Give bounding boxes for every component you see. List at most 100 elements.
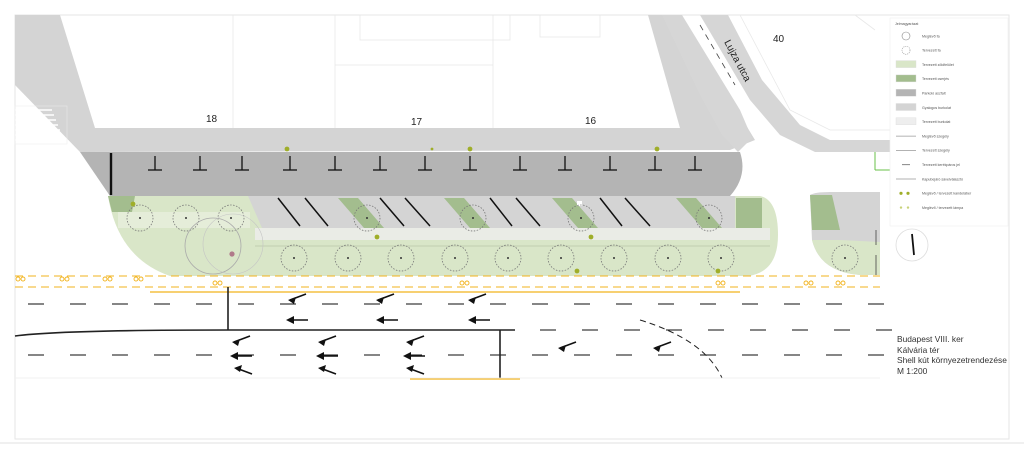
planned-tree-trunk [139, 217, 141, 219]
planned-tree-crown [217, 204, 245, 232]
legend-item-label: Tervezett szegély [922, 149, 950, 153]
lane-arrow-head [318, 339, 326, 346]
legend-swatch-dot [906, 191, 910, 195]
lane-arrow-head [234, 365, 242, 372]
title-line-scale: M 1:200 [897, 365, 928, 376]
title-line-square: Kálvária tér [897, 344, 940, 355]
lamp-dot [574, 268, 580, 274]
trees [126, 204, 735, 272]
lamp-dot [130, 201, 136, 207]
lujza-utca-right-sidewalk [700, 15, 890, 152]
legend-item-label: Meglévő / tervezett lámpa [922, 206, 963, 210]
parking-bay-line [277, 197, 301, 227]
lane-arrow-head [558, 345, 566, 352]
right-crosswalk [876, 282, 890, 304]
parking-bay-line [515, 197, 541, 227]
legend-swatch-tree [901, 45, 911, 55]
planned-tree-crown [126, 204, 154, 232]
legend-swatch [895, 60, 917, 68]
planned-tree-crown [600, 244, 628, 272]
lamp-dot [715, 268, 721, 274]
north-arrow-needle [911, 233, 915, 256]
planned-tree-trunk [472, 217, 474, 219]
legend-item-label: Tervezett cserjés [922, 77, 949, 81]
legend-swatch-dot [899, 206, 903, 209]
bike-symbol-wheel [840, 280, 846, 286]
planned-tree-trunk [454, 257, 456, 259]
planned-tree-trunk [708, 217, 710, 219]
planned-tree-trunk [507, 257, 509, 259]
planned-tree-trunk [366, 217, 368, 219]
plot-outlines [232, 14, 876, 130]
bike-symbol-wheel [20, 276, 26, 282]
bike-symbol-wheel [808, 280, 814, 286]
parking-bay-line [379, 197, 405, 227]
bike-symbol-wheel [835, 280, 841, 286]
plot-number-40: 40 [773, 34, 785, 45]
planned-tree-crown [172, 204, 200, 232]
legend-swatch-tree [901, 31, 911, 41]
planned-tree-crown [654, 244, 682, 272]
parking-bay-line [624, 197, 651, 227]
lane-arrow-head [318, 365, 326, 372]
road-lane-dashes [28, 303, 892, 356]
lamp-dot-small [430, 147, 434, 151]
parking-t-markers [148, 156, 702, 171]
bike-symbol-wheel [107, 276, 113, 282]
planned-tree-crown [547, 244, 575, 272]
lamp-dot [374, 234, 380, 240]
lane-arrow-head [288, 297, 296, 304]
planned-tree-crown [494, 244, 522, 272]
bike-symbol-wheel [720, 280, 726, 286]
lane-arrow-head [316, 352, 324, 360]
lamps [130, 146, 721, 274]
lane-arrows [230, 293, 672, 375]
lane-arrow-head [468, 316, 476, 324]
lane-arrow-head [230, 352, 238, 360]
legend-item-label: Parkoló aszfalt [922, 92, 946, 96]
dark-green-bed-right [736, 198, 762, 228]
island-path-left [118, 212, 250, 228]
planned-tree-trunk [230, 217, 232, 219]
planned-tree-trunk [720, 257, 722, 259]
legend-item-label: Tervezett fa [922, 49, 941, 53]
angled-parking-bays [108, 196, 735, 228]
lane-arrow-head [406, 365, 414, 372]
planned-tree-trunk [293, 257, 295, 259]
existing-tree-large[interactable] [184, 217, 242, 275]
planned-tree-crown [280, 244, 308, 272]
existing-tree-ring [202, 213, 264, 275]
planned-tree-trunk [400, 257, 402, 259]
legend-item-label: Tervezett kerékpáros jel [922, 163, 960, 167]
title-line-project: Shell kút környezetrendezése [897, 355, 1007, 366]
parking-bay-line [489, 197, 513, 227]
lane-arrow-head [286, 316, 294, 324]
lamp-dot [588, 234, 594, 240]
legend-item-label: Gyalogos burkolat [922, 106, 951, 110]
right-island-tree [831, 244, 859, 272]
lujza-utca-centerline [699, 24, 736, 86]
island-walkway [255, 228, 770, 240]
lane-arrow-head [376, 297, 384, 304]
existing-tree-center [229, 251, 235, 257]
plot-number-17: 17 [411, 117, 423, 128]
legend-swatch [895, 88, 917, 97]
lamp-dot [467, 146, 473, 152]
plot-number-16: 16 [585, 116, 597, 127]
planned-tree-crown [387, 244, 415, 272]
right-island-green-top [810, 195, 840, 230]
road-curve-dashed [639, 319, 723, 379]
planned-tree-crown [441, 244, 469, 272]
bike-lane [15, 275, 880, 380]
planned-tree-trunk [580, 217, 582, 219]
planted-corner [108, 196, 135, 212]
corner-building-40 [739, 14, 890, 131]
lamp-dot [284, 146, 290, 152]
crosswalk-box [14, 105, 68, 145]
legend-swatch-dot [906, 206, 910, 209]
legend-item-label: Meglévő szegély [922, 134, 949, 138]
bike-symbol-wheel [715, 280, 721, 286]
